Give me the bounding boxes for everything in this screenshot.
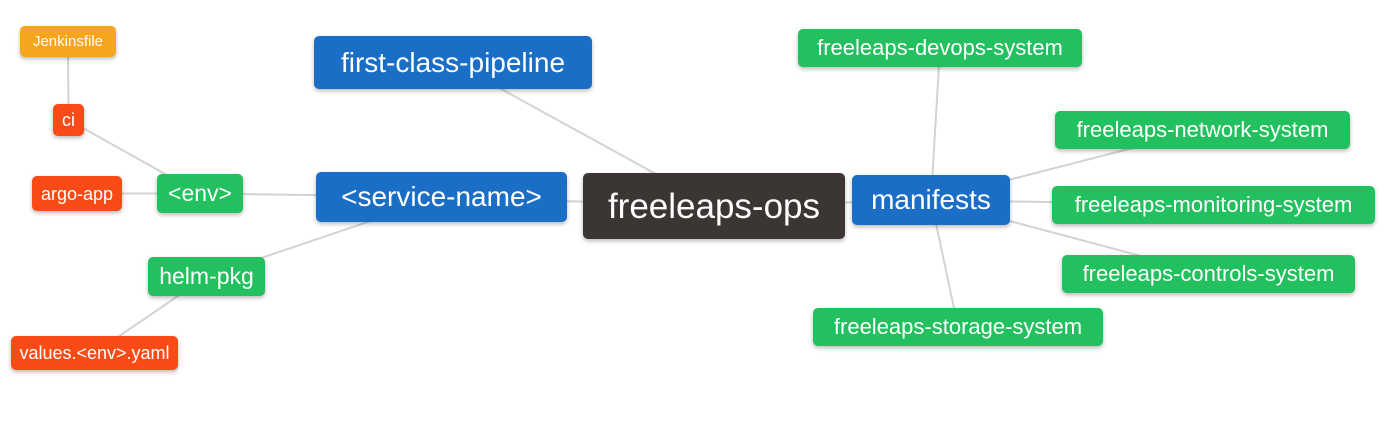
node-freeleaps-controls-system[interactable]: freeleaps-controls-system <box>1062 255 1355 293</box>
node-freeleaps-storage-system[interactable]: freeleaps-storage-system <box>813 308 1103 346</box>
node-manifests[interactable]: manifests <box>852 175 1010 225</box>
node-freeleaps-devops-system[interactable]: freeleaps-devops-system <box>798 29 1082 67</box>
node-jenkinsfile[interactable]: Jenkinsfile <box>20 26 116 57</box>
node-service-name[interactable]: <service-name> <box>316 172 567 222</box>
node-freeleaps-monitoring-system[interactable]: freeleaps-monitoring-system <box>1052 186 1375 224</box>
node-freeleaps-ops[interactable]: freeleaps-ops <box>583 173 845 239</box>
node-helm-pkg[interactable]: helm-pkg <box>148 257 265 296</box>
node-first-class-pipeline[interactable]: first-class-pipeline <box>314 36 592 89</box>
node-argo-app[interactable]: argo-app <box>32 176 122 211</box>
node-values-env-yaml[interactable]: values.<env>.yaml <box>11 336 178 370</box>
node-env[interactable]: <env> <box>157 174 243 213</box>
node-freeleaps-network-system[interactable]: freeleaps-network-system <box>1055 111 1350 149</box>
edge-manifests-freeleaps-devops-system <box>930 47 941 201</box>
node-ci[interactable]: ci <box>53 104 84 136</box>
